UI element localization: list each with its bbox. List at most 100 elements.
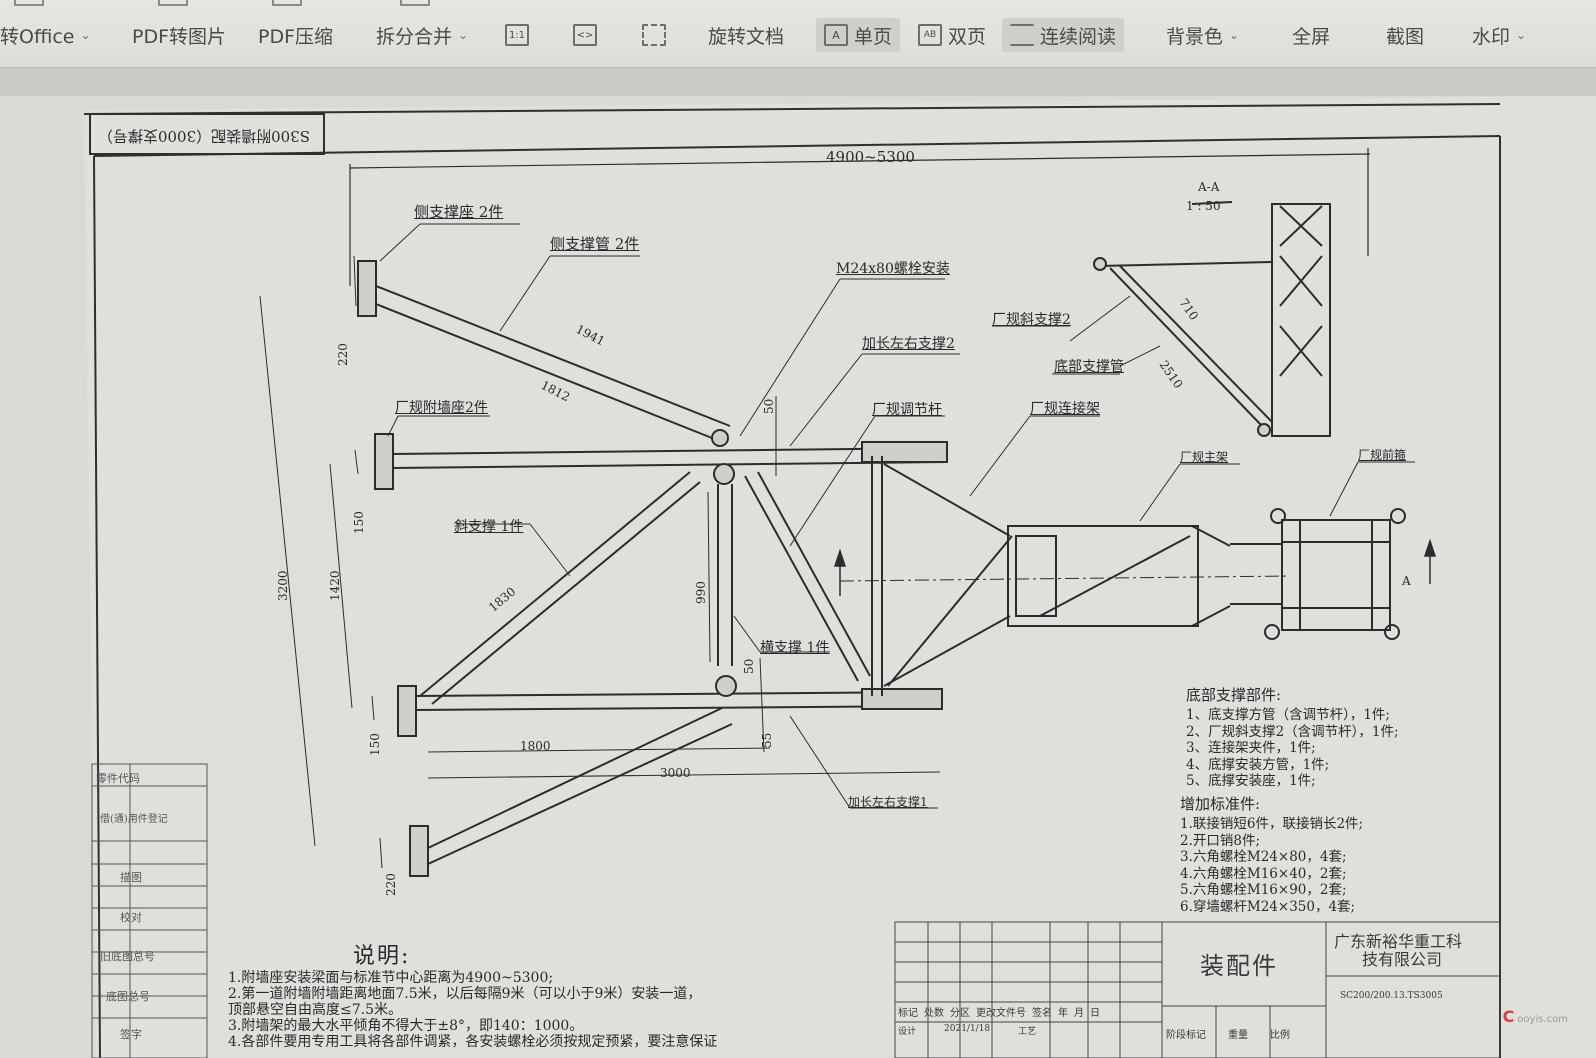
screenshot-button[interactable]: 截图 bbox=[1386, 25, 1425, 48]
pdf-compress-button[interactable]: PDF压缩 bbox=[258, 25, 334, 48]
chevron-down-icon: ⌄ bbox=[1229, 28, 1240, 42]
dim-150-bottom: 150 bbox=[368, 733, 382, 756]
title-block-cell: 分区 bbox=[950, 1008, 970, 1019]
side-support-tubes bbox=[375, 285, 733, 865]
chevron-down-icon: ⌄ bbox=[1516, 28, 1527, 42]
engineering-drawing bbox=[0, 96, 1596, 1058]
label-side-seat: 侧支撑座 2件 bbox=[414, 203, 504, 221]
dim-50-top: 50 bbox=[762, 398, 776, 414]
drawing-title-mirrored: S300附墙装配（3000支撑号） bbox=[97, 127, 310, 145]
split-icon bbox=[400, 0, 430, 6]
side-block-cell: 旧底图总号 bbox=[100, 950, 155, 963]
label-diag-brace: 斜支撑 1件 bbox=[454, 519, 524, 535]
connector-frame bbox=[839, 456, 1291, 696]
side-block-cell: 借(通)用件登记 bbox=[100, 814, 168, 825]
title-block-cell: 工艺 bbox=[1018, 1027, 1037, 1037]
standard-parts-line: 6.穿墙螺杆M24×350，4套; bbox=[1180, 898, 1356, 915]
standard-parts-line: 2.开口销8件; bbox=[1180, 832, 1261, 849]
label-bolt: M24x80螺栓安装 bbox=[836, 261, 950, 277]
standard-parts-line: 1.联接销短6件，联接销长2件; bbox=[1180, 816, 1364, 832]
standard-parts-heading: 增加标准件: bbox=[1180, 795, 1261, 813]
description-line: 顶部悬空自由高度≤7.5米。 bbox=[228, 1002, 402, 1018]
continuous-read-button[interactable]: 连续阅读 bbox=[1002, 18, 1125, 52]
side-block-cell: 零件代码 bbox=[96, 772, 140, 785]
label-ext-brace2: 加长左右支撑2 bbox=[862, 336, 955, 352]
title-block-cell: 年 bbox=[1058, 1008, 1068, 1019]
pdf-to-image-button[interactable]: PDF转图片 bbox=[132, 25, 227, 48]
bottom-parts-line: 3、连接架夹件，1件; bbox=[1186, 740, 1316, 756]
continuous-read-icon bbox=[1010, 24, 1034, 46]
title-block-cell: 处数 bbox=[924, 1008, 944, 1019]
description-notes: 说明: 1.附墙座安装梁面与标准节中心距离为4900~5300; 2.第一道附墙… bbox=[228, 938, 717, 1050]
label-section-title: A-A bbox=[1198, 180, 1220, 194]
dim-3000: 3000 bbox=[660, 766, 691, 780]
bottom-parts-heading: 底部支撑部件: bbox=[1186, 686, 1282, 704]
dim-3200: 3200 bbox=[276, 570, 290, 601]
split-merge-button[interactable]: 拆分合并⌄ bbox=[376, 25, 469, 48]
title-block bbox=[894, 921, 1501, 1058]
compress-icon bbox=[272, 0, 302, 6]
single-page-button[interactable]: A 单页 bbox=[816, 18, 901, 52]
bottom-parts-line: 5、底撑安装座，1件; bbox=[1186, 773, 1316, 789]
image-icon bbox=[158, 0, 188, 6]
description-title: 说明: bbox=[353, 944, 411, 969]
pdf-page[interactable]: S300附墙装配（3000支撑号） 4900~5300 侧支撑座 2件 侧支撑管… bbox=[0, 96, 1596, 1058]
title-block-cell: 签名 bbox=[1032, 1008, 1052, 1019]
c-logo-icon: C bbox=[1502, 1007, 1515, 1026]
dim-220-top: 220 bbox=[336, 343, 350, 366]
actual-size-button[interactable]: 1:1 bbox=[505, 18, 529, 52]
side-block-cell: 描图 bbox=[120, 871, 142, 884]
dim-220-bottom: 220 bbox=[384, 873, 398, 896]
diagonal-braces bbox=[419, 429, 871, 705]
rotate-document-button[interactable]: 旋转文档 bbox=[708, 25, 785, 48]
title-block-cell: 更改文件号 bbox=[976, 1008, 1026, 1019]
fit-page-button[interactable] bbox=[642, 18, 666, 52]
description-line: 3.附墙架的最大水平倾角不得大于±8°，即140：1000。 bbox=[228, 1018, 584, 1034]
title-block-code: SC200/200.13.TS3005 bbox=[1340, 991, 1443, 1001]
fit-width-icon: <> bbox=[573, 24, 597, 46]
standard-parts-line: 5.六角螺栓M16×90，2套; bbox=[1180, 882, 1347, 898]
title-block-change-row: 标记 处数 分区 更改文件号 签名 年 月 日 bbox=[898, 1004, 1100, 1019]
label-std-diag-brace2: 厂规斜支撑2 bbox=[992, 312, 1071, 328]
label-std-wall-seat: 厂规附墙座2件 bbox=[395, 400, 488, 416]
background-color-button[interactable]: 背景色⌄ bbox=[1166, 25, 1240, 48]
fullscreen-button[interactable]: 全屏 bbox=[1292, 25, 1331, 48]
fit-width-button[interactable]: <> bbox=[573, 18, 597, 52]
side-block-cell: 签字 bbox=[120, 1028, 142, 1041]
dim-overall: 4900~5300 bbox=[826, 148, 915, 166]
description-line: 2.第一道附墙附墙距离地面7.5米，以后每隔9米（可以小于9米）安装一道， bbox=[228, 986, 702, 1002]
label-std-main-frame: 厂规主架 bbox=[1180, 450, 1229, 464]
label-std-front-clamp: 厂规前箍 bbox=[1358, 448, 1407, 462]
convert-office-button[interactable]: 转Office⌄ bbox=[0, 25, 91, 48]
actual-size-icon: 1:1 bbox=[505, 24, 529, 46]
bottom-parts-line: 1、底支撑方管（含调节杆），1件; bbox=[1186, 707, 1390, 723]
title-block-cell: 日 bbox=[1090, 1008, 1100, 1019]
dimension-lines bbox=[259, 255, 941, 869]
leader-lines bbox=[379, 223, 1415, 809]
label-std-adjuster: 厂规调节杆 bbox=[872, 402, 942, 418]
chevron-down-icon: ⌄ bbox=[458, 28, 469, 42]
bottom-parts-line: 4、底撑安装方管，1件; bbox=[1186, 756, 1330, 773]
word-icon bbox=[14, 0, 44, 6]
dim-150-top: 150 bbox=[352, 511, 366, 534]
standard-parts-line: 3.六角螺栓M24×80，4套; bbox=[1180, 849, 1347, 865]
title-block-name: 装配件 bbox=[1200, 952, 1278, 980]
label-ext-brace1: 加长左右支撑1 bbox=[848, 795, 928, 809]
horizontal-braces bbox=[391, 441, 948, 711]
double-page-button[interactable]: AB 双页 bbox=[918, 18, 986, 52]
title-block-company-1: 广东新裕华重工科 bbox=[1334, 932, 1463, 951]
chevron-down-icon: ⌄ bbox=[80, 28, 91, 42]
watermark-button[interactable]: 水印⌄ bbox=[1472, 25, 1527, 48]
bottom-parts-line: 2、厂规斜支撑2（含调节杆），1件; bbox=[1186, 723, 1399, 740]
label-side-tube: 侧支撑管 2件 bbox=[550, 235, 640, 253]
section-marks bbox=[833, 538, 1437, 596]
bottom-parts-notes: 底部支撑部件: 1、底支撑方管（含调节杆），1件; 2、厂规斜支撑2（含调节杆）… bbox=[1186, 684, 1399, 790]
overall-dimension bbox=[349, 148, 1371, 286]
dim-55: 55 bbox=[760, 732, 774, 748]
double-page-icon: AB bbox=[918, 24, 942, 46]
title-block-company-2: 技有限公司 bbox=[1362, 950, 1443, 969]
dim-1800: 1800 bbox=[520, 739, 551, 753]
label-section-scale: 1 : 50 bbox=[1186, 199, 1221, 213]
